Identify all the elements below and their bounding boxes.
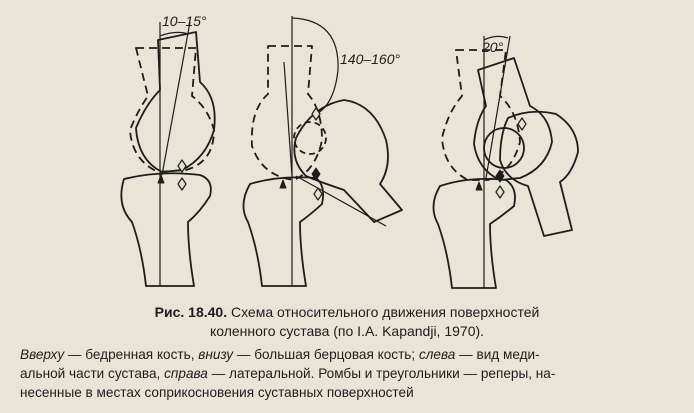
diamond-marker [311,167,321,181]
angle-arc [159,31,189,37]
desc-word-left: слева [418,347,456,362]
triangle-marker [475,181,483,191]
desc-word-bottom: внизу [198,347,234,362]
femur-outline-dashed [441,49,521,181]
desc-word-top: Вверху [20,347,65,362]
tibia-outline [432,177,516,289]
femur-axis [295,175,387,227]
diamond-marker [177,159,187,173]
angle-label-panel1: 10–15° [162,13,207,29]
femur-axis [161,21,191,176]
desc-text: несенные в местах соприкосновения сустав… [20,385,414,400]
desc-text: — вид меди- [455,347,540,362]
femur-outline-dashed [250,45,323,181]
desc-text: альной части сустава, [20,366,165,381]
condyle-circle [293,121,327,155]
femur-outline-dashed [129,47,215,173]
femur-outline-flexed [293,99,403,223]
femur-axis-upright [283,61,293,177]
desc-text: — большая берцовая кость; [233,347,419,362]
diamond-marker [311,107,321,121]
desc-word-right: справа [164,366,208,381]
angle-arc [291,17,339,117]
angle-label-panel2: 140–160° [340,51,401,67]
femur-outline-flexed [499,110,579,237]
femur-axis [485,35,511,179]
caption-title-text-2: коленного сустава (по I.A. Kapandji, 197… [209,323,485,339]
diamond-marker [177,177,187,191]
desc-text: — бедренная кость, [64,347,199,362]
diamond-marker [495,169,505,183]
panel-flexion-140-160 [242,16,403,287]
femur-outline-solid [473,57,553,181]
panel-flexion-10-15 [120,21,216,287]
angle-arc [483,35,509,41]
tibia-outline [120,172,212,287]
triangle-marker [157,174,165,184]
panel-lateral-20 [432,35,579,289]
diamond-marker [313,187,323,201]
caption-description: Вверху — бедренная кость, внизу — больша… [0,345,680,402]
diamond-marker [517,117,527,131]
knee-motion-diagram: 10–15° 140–160° 20° [120,13,579,289]
caption-title-text: Схема относительного движения поверхност… [227,304,540,320]
condyle-circle [483,127,525,169]
caption-title-line2: коленного сустава (по I.A. Kapandji, 197… [0,322,694,341]
triangle-marker [279,179,287,189]
tibia-outline [242,176,325,287]
angle-label-panel3: 20° [481,39,504,55]
figure-number: Рис. 18.40. [154,304,228,320]
desc-text: — латеральной. Ромбы и треугольники — ре… [207,366,556,381]
diamond-marker [495,185,505,199]
caption-title-line1: Рис. 18.40. Схема относительного движени… [0,303,694,322]
